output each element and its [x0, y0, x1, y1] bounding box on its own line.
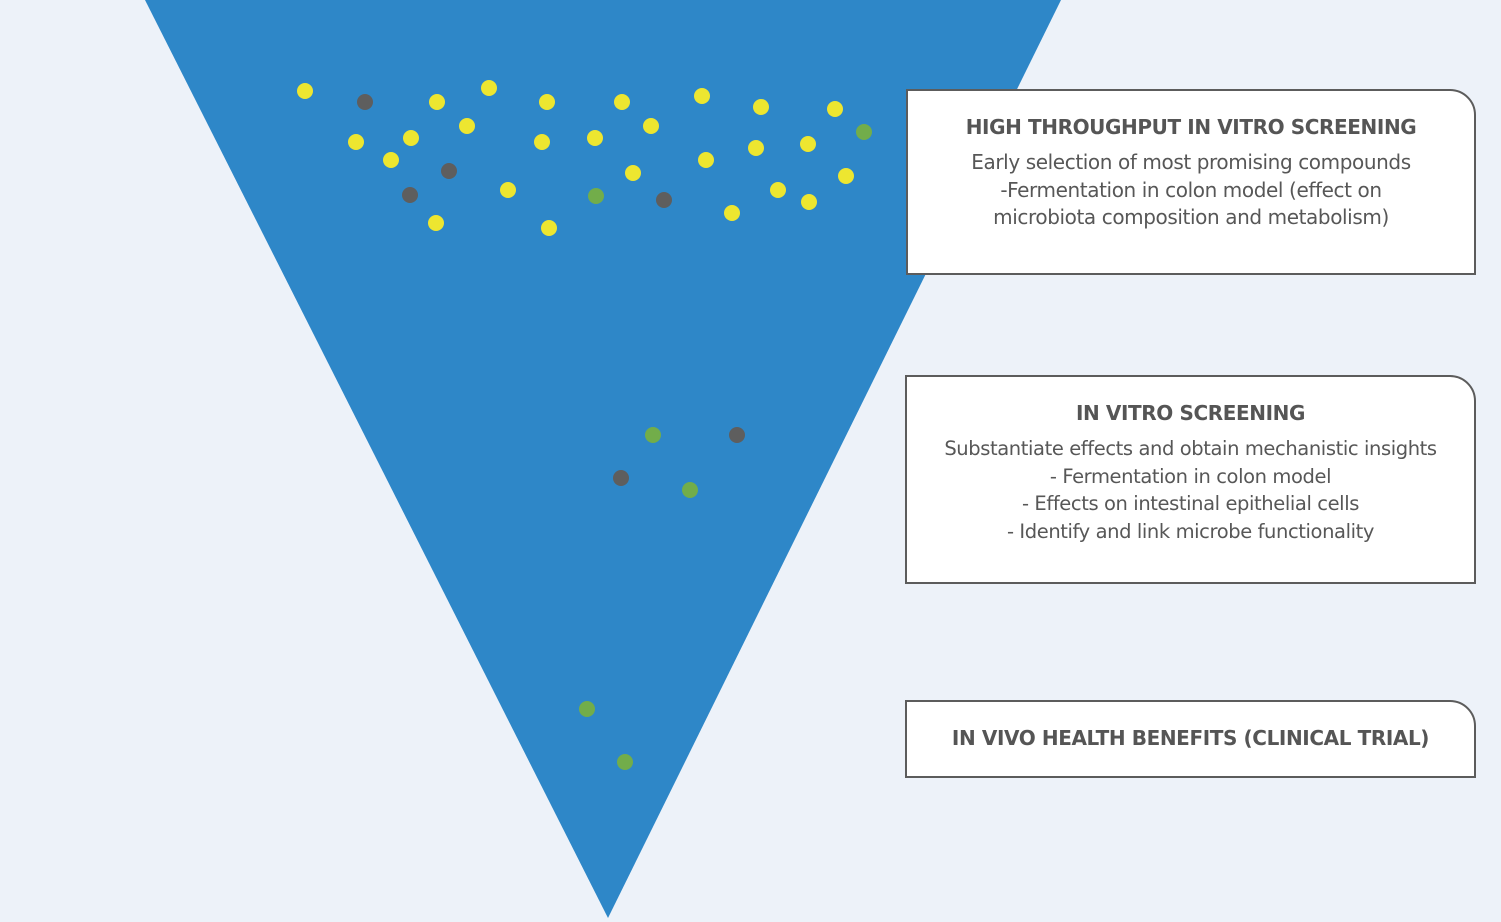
compound-dot-yellow: [403, 130, 419, 146]
compound-dot-yellow: [614, 94, 630, 110]
stage-description-line: Substantiate effects and obtain mechanis…: [944, 437, 1437, 460]
compound-dot-yellow: [694, 88, 710, 104]
compound-dot-yellow: [827, 101, 843, 117]
compound-dot-yellow: [625, 165, 641, 181]
compound-dot-green: [682, 482, 698, 498]
stage-description: Substantiate effects and obtain mechanis…: [907, 435, 1474, 545]
compound-dot-yellow: [429, 94, 445, 110]
compound-dot-gray: [729, 427, 745, 443]
stage-description-line: - Identify and link microbe functionalit…: [1006, 519, 1375, 543]
compound-dot-yellow: [539, 94, 555, 110]
compound-dot-yellow: [748, 140, 764, 156]
stage-title: HIGH THROUGHPUT IN VITRO SCREENING: [965, 115, 1417, 139]
compound-dot-gray: [402, 187, 418, 203]
stage-title: IN VITRO SCREENING: [1075, 401, 1305, 425]
stage-description-line: - Effects on intestinal epithelial cells: [1022, 492, 1359, 515]
compound-dot-yellow: [383, 152, 399, 168]
stage-high-throughput-screening: HIGH THROUGHPUT IN VITRO SCREENING Early…: [906, 89, 1476, 275]
compound-dot-yellow: [587, 130, 603, 146]
compound-dot-yellow: [481, 80, 497, 96]
compound-dot-yellow: [534, 134, 550, 150]
compound-dot-yellow: [800, 136, 816, 152]
stage-in-vivo-health-benefits: IN VIVO HEALTH BENEFITS (CLINICAL TRIAL): [905, 700, 1476, 778]
stage-description-line: microbiota composition and metabolism): [993, 205, 1389, 229]
compound-dot-yellow: [724, 205, 740, 221]
compound-dot-yellow: [500, 182, 516, 198]
stage-title: IN VIVO HEALTH BENEFITS (CLINICAL TRIAL): [951, 726, 1430, 750]
compound-dot-green: [856, 124, 872, 140]
compound-dot-green: [617, 754, 633, 770]
compound-dot-yellow: [770, 182, 786, 198]
stage-description: Early selection of most promising compou…: [908, 149, 1474, 232]
stage-description-line: -Fermentation in colon model (effect on: [1000, 177, 1382, 202]
stage-description-line: - Fermentation in colon model: [1049, 464, 1332, 488]
compound-dot-green: [588, 188, 604, 204]
compound-dot-green: [579, 701, 595, 717]
stage-in-vitro-screening: IN VITRO SCREENING Substantiate effects …: [905, 375, 1476, 584]
compound-dot-yellow: [753, 99, 769, 115]
compound-dot-gray: [357, 94, 373, 110]
compound-dots: [297, 80, 872, 770]
compound-dot-gray: [656, 192, 672, 208]
compound-dot-yellow: [459, 118, 475, 134]
compound-dot-gray: [441, 163, 457, 179]
compound-dot-yellow: [643, 118, 659, 134]
stage-description-line: Early selection of most promising compou…: [971, 150, 1411, 174]
compound-dot-yellow: [801, 194, 817, 210]
compound-dot-green: [645, 427, 661, 443]
funnel-triangle: [145, 0, 1061, 918]
compound-dot-yellow: [428, 215, 444, 231]
compound-dot-yellow: [838, 168, 854, 184]
compound-dot-yellow: [698, 152, 714, 168]
compound-dot-gray: [613, 470, 629, 486]
compound-dot-yellow: [297, 83, 313, 99]
compound-dot-yellow: [541, 220, 557, 236]
compound-dot-yellow: [348, 134, 364, 150]
